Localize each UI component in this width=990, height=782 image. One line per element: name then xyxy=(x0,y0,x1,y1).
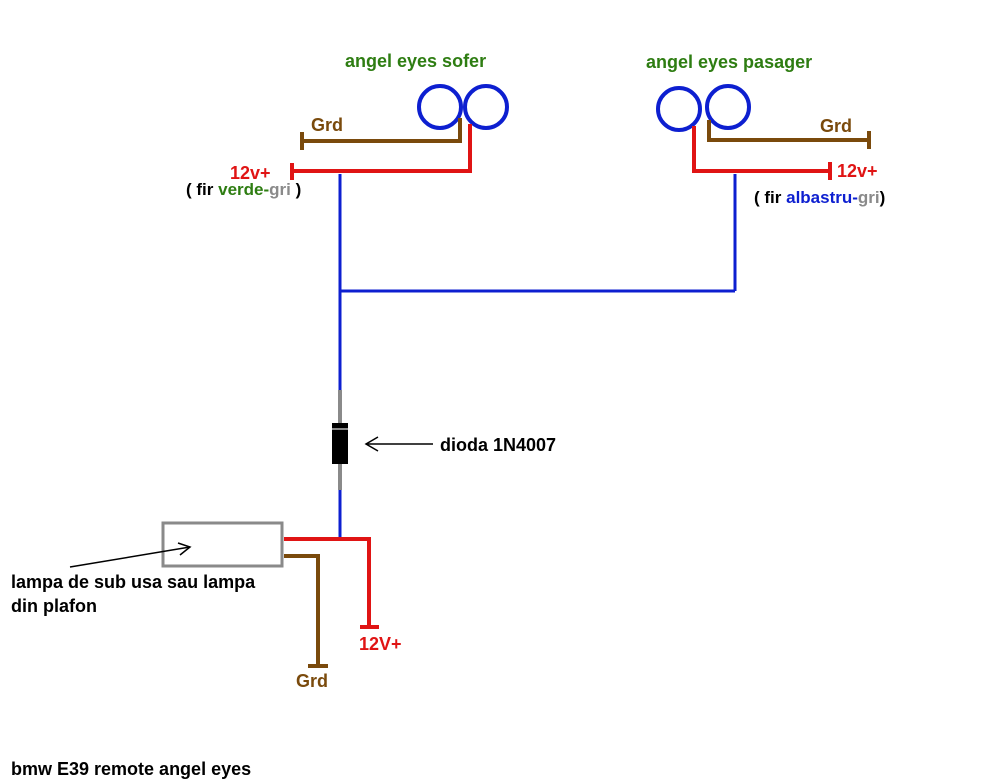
passenger-angel-eye-ring-left xyxy=(656,86,702,132)
driver-angel-eye-ring-right xyxy=(463,84,509,130)
passenger-12v-wire xyxy=(692,126,830,173)
passenger-wire-note-color: albastru- xyxy=(786,188,858,207)
lamp-label-line1: lampa de sub usa sau lampa xyxy=(11,572,256,592)
passenger-wire-note-gray: gri xyxy=(858,188,880,207)
bottom-grd-label: Grd xyxy=(296,671,328,691)
diode-pointer-arrowhead xyxy=(364,436,379,452)
driver-angel-eye-ring-left xyxy=(417,84,463,130)
passenger-ground-wire xyxy=(707,120,869,142)
lamp-label-line2: din plafon xyxy=(11,596,97,616)
driver-wire-note-open: ( fir xyxy=(186,180,218,199)
driver-wire-note-gray: gri xyxy=(269,180,291,199)
passenger-12v-label: 12v+ xyxy=(837,161,878,181)
driver-wire-note-color: verde- xyxy=(218,180,269,199)
diode-body xyxy=(332,423,348,464)
driver-grd-label: Grd xyxy=(311,115,343,135)
diagram-caption: bmw E39 remote angel eyes xyxy=(11,759,251,779)
driver-title: angel eyes sofer xyxy=(345,51,486,71)
passenger-grd-label: Grd xyxy=(820,116,852,136)
diode-label: dioda 1N4007 xyxy=(440,435,556,455)
lamp-pointer-arrowhead xyxy=(177,542,192,556)
passenger-wire-note-open: ( fir xyxy=(754,188,786,207)
passenger-title: angel eyes pasager xyxy=(646,52,812,72)
lamp-ground-wire xyxy=(284,554,320,666)
passenger-wire-note-close: ) xyxy=(880,188,886,207)
lamp-pointer-arrow xyxy=(69,546,191,568)
driver-12v-label: 12v+ xyxy=(230,163,271,183)
bottom-12v-label: 12V+ xyxy=(359,634,402,654)
passenger-angel-eye-ring-right xyxy=(705,84,751,130)
lamp-12v-wire xyxy=(284,537,371,627)
driver-12v-wire xyxy=(292,124,472,173)
driver-wire-note: ( fir verde-gri ) xyxy=(186,180,301,199)
driver-ground-wire xyxy=(302,118,462,143)
passenger-wire-note: ( fir albastru-gri) xyxy=(754,188,885,207)
driver-wire-note-close: ) xyxy=(291,180,301,199)
